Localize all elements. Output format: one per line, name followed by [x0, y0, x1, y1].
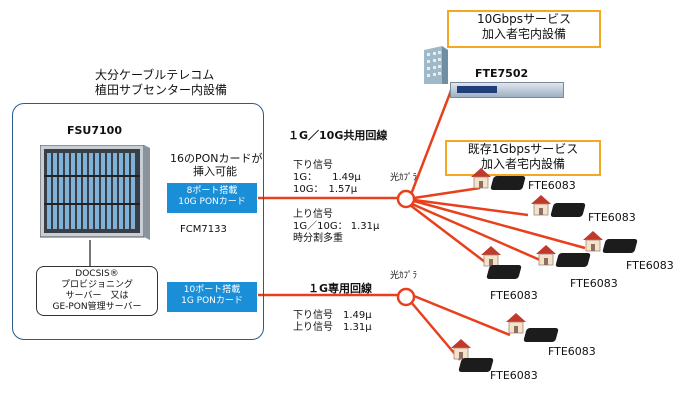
fiber-branch: [408, 87, 454, 198]
fte6083-label: FTE6083: [570, 277, 618, 290]
optical-coupler-1: [396, 189, 416, 209]
onu-device-icon: [486, 265, 522, 279]
card-1g: 10ポート搭載 1G PONカード: [167, 282, 257, 312]
fiber-branch: [413, 294, 511, 337]
fte6083-label: FTE6083: [548, 345, 596, 358]
center-title-line1: 大分ケーブルテレコム: [95, 68, 215, 82]
mgmt-server-box: DOCSIS® プロビジョニング サーバー 又は GE-PON管理サーバー: [36, 266, 158, 316]
center-frame: [12, 103, 264, 340]
pon-note-line1: 16のPONカードが: [170, 152, 263, 165]
fte6083-unit: [582, 230, 642, 260]
house-icon: [582, 230, 604, 252]
fte6083-unit: [505, 312, 565, 344]
fte7502-panel: [457, 86, 497, 93]
fiber-branch: [411, 202, 541, 262]
fte6083-label: FTE6083: [626, 259, 674, 272]
fcm-label: FCM7133: [180, 224, 227, 235]
house-icon: [450, 338, 472, 360]
fsu7100-chassis: [40, 145, 150, 240]
coupler-label-1: 光ｶﾌﾟﾗ: [390, 173, 418, 183]
center-title: 大分ケーブルテレコム 植田サブセンター内設備: [95, 68, 227, 98]
house-icon: [470, 167, 492, 189]
mgmt-line3: サーバー 又は: [65, 291, 129, 301]
fte6083-label: FTE6083: [588, 211, 636, 224]
fsu-label: FSU7100: [67, 124, 122, 137]
shared-up-line1: 上り信号: [293, 209, 333, 220]
shared-down-line1: 下り信号: [293, 160, 333, 171]
card-10g-line1: 8ポート搭載: [186, 186, 238, 196]
fiber-branch: [413, 186, 481, 200]
coupler-label-2: 光ｶﾌﾟﾗ: [390, 271, 418, 281]
shared-up-line2: 1G／10G： 1.31μ: [293, 221, 380, 232]
shared-up-line3: 時分割多重: [293, 233, 343, 244]
house-icon: [530, 194, 552, 216]
dedicated-line-title: １G専用回線: [308, 282, 373, 295]
house-icon: [535, 244, 557, 266]
fte6083-unit: [480, 245, 540, 279]
fiber-branch: [413, 199, 586, 250]
center-title-line2: 植田サブセンター内設備: [95, 83, 228, 97]
service-10g-line1: 10Gbpsサービス: [476, 12, 572, 26]
shared-line-title: １G／10G共用回線: [288, 129, 388, 142]
mgmt-line1: DOCSIS®: [75, 269, 119, 279]
fte6083-unit: [450, 338, 510, 374]
service-1g-line1: 既存1Gbpsサービス: [467, 142, 579, 156]
fte6083-unit: [530, 194, 590, 224]
onu-device-icon: [490, 176, 526, 190]
optical-coupler-2: [396, 287, 416, 307]
service-10g-box: 10Gbpsサービス 加入者宅内設備: [447, 10, 601, 48]
fte6083-unit: [470, 167, 530, 197]
fte6083-unit: [535, 244, 595, 274]
fiber-branch: [413, 198, 529, 217]
onu-device-icon: [550, 203, 586, 217]
card-1g-line1: 10ポート搭載: [183, 285, 241, 295]
fiber-branch: [409, 204, 486, 263]
shared-up-signals: 上り信号 1G／10G： 1.31μ 時分割多重: [293, 209, 379, 245]
fte6083-label: FTE6083: [528, 179, 576, 192]
fte6083-label: FTE6083: [490, 369, 538, 382]
onu-device-icon: [458, 358, 494, 372]
shared-down-line2: 1G： 1.49μ: [293, 172, 361, 183]
service-1g-box: 既存1Gbpsサービス 加入者宅内設備: [445, 140, 601, 176]
mgmt-line4: GE-PON管理サーバー: [52, 302, 142, 312]
dedicated-line1: 下り信号 1.49μ: [293, 310, 372, 321]
pon-note: 16のPONカードが 挿入可能: [170, 152, 263, 178]
mgmt-line2: プロビジョニング: [60, 280, 133, 290]
shared-down-line3: 10G： 1.57μ: [293, 184, 358, 195]
fte7502-label: FTE7502: [475, 67, 529, 80]
card-10g: 8ポート搭載 10G PONカード: [167, 183, 257, 213]
onu-device-icon: [555, 253, 591, 267]
house-icon: [505, 312, 527, 334]
card-1g-line2: 1G PONカード: [181, 296, 243, 306]
dedicated-line2: 上り信号 1.31μ: [293, 322, 372, 333]
pon-note-line2: 挿入可能: [193, 165, 237, 178]
fte7502-device: [450, 82, 564, 98]
service-1g-line2: 加入者宅内設備: [480, 157, 565, 171]
onu-device-icon: [523, 328, 559, 342]
shared-down-signals: 下り信号 1G： 1.49μ 10G： 1.57μ: [293, 160, 361, 196]
house-icon: [480, 245, 502, 267]
fiber-branch: [410, 301, 461, 361]
onu-device-icon: [602, 239, 638, 253]
fte6083-label: FTE6083: [490, 289, 538, 302]
building-icon: [420, 44, 450, 86]
dedicated-signals: 下り信号 1.49μ 上り信号 1.31μ: [293, 310, 372, 334]
card-10g-line2: 10G PONカード: [178, 197, 246, 207]
service-10g-line2: 加入者宅内設備: [481, 27, 566, 41]
